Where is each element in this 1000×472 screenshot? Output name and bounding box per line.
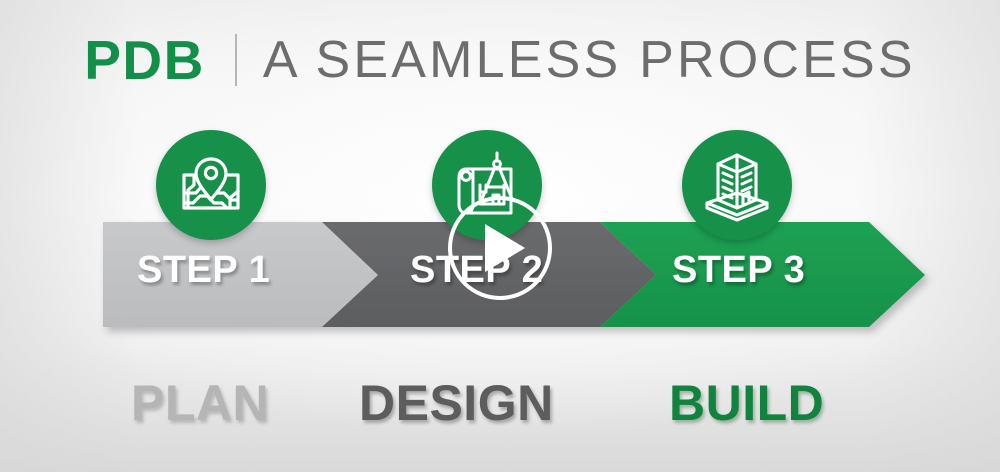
stage-word-plan: PLAN [131, 375, 270, 431]
play-icon [484, 224, 525, 272]
step-label-1: STEP 1 [137, 249, 271, 291]
stage-word-build: BUILD [669, 375, 825, 431]
page-title: PDB A SEAMLESS PROCESS [0, 28, 1000, 92]
play-button[interactable] [448, 196, 552, 300]
step-1-icon-badge [156, 130, 266, 240]
step-3-icon-badge [682, 130, 792, 240]
brand-logotype: PDB [84, 28, 205, 91]
step-label-3: STEP 3 [672, 249, 806, 291]
map-pin-icon [174, 148, 248, 222]
building-icon [699, 147, 775, 223]
title-divider [234, 34, 237, 86]
stage-word-design: DESIGN [359, 375, 554, 431]
tagline-text: A SEAMLESS PROCESS [262, 31, 916, 89]
